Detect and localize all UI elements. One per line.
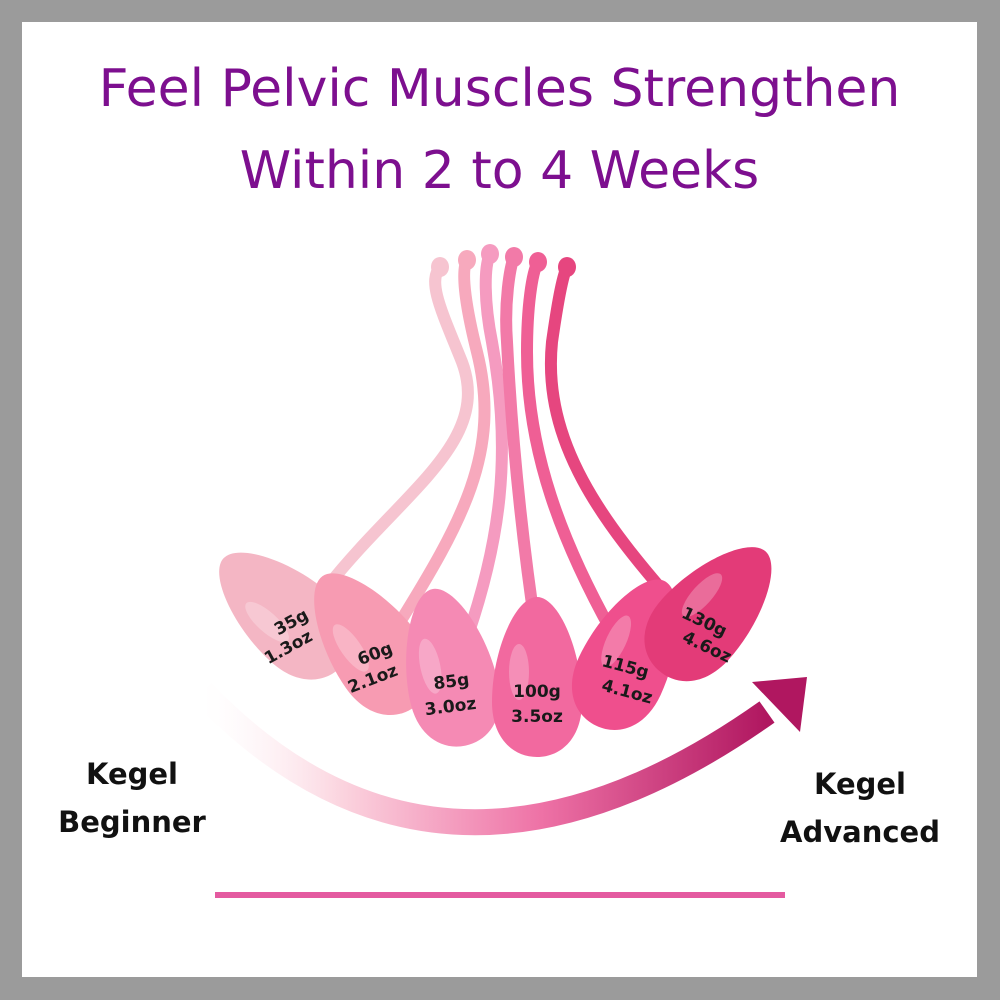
headline-line-2: Within 2 to 4 Weeks [239,141,760,201]
headline-line-1: Feel Pelvic Muscles Strengthen [98,59,901,119]
weight-ball-100g [492,597,582,757]
weight-ball-85g [406,589,500,747]
kegel-beginner-label: Kegel Beginner [42,750,222,846]
weight-highlight [245,601,289,643]
weight-highlight [601,615,632,667]
weight-grams-label: 85g [432,670,470,694]
arrow-head-icon [752,677,807,732]
weight-highlight [418,638,442,694]
weight-strings [321,244,683,658]
beginner-line-1: Kegel [86,757,178,791]
weight-ball-130g [644,547,772,682]
infographic-panel: Feel Pelvic Muscles Strengthen Within 2 … [22,22,977,977]
advanced-line-2: Advanced [780,815,940,849]
weight-ball-35g [219,552,354,680]
weight-body [644,547,772,682]
progress-arrow [192,677,807,836]
weight-ounces-label: 3.5oz [511,707,563,727]
weight-highlight [332,624,369,672]
weight-body [406,589,500,747]
weight-body [314,573,433,715]
weight-ball-60g [314,573,433,715]
beginner-line-2: Beginner [58,805,206,839]
weight-highlight [681,573,723,617]
kegel-advanced-label: Kegel Advanced [760,760,960,856]
advanced-line-1: Kegel [814,767,906,801]
weight-body [492,597,582,757]
weight-grams-label: 100g [513,682,561,702]
weight-body [219,552,354,680]
weight-highlight [509,644,529,700]
